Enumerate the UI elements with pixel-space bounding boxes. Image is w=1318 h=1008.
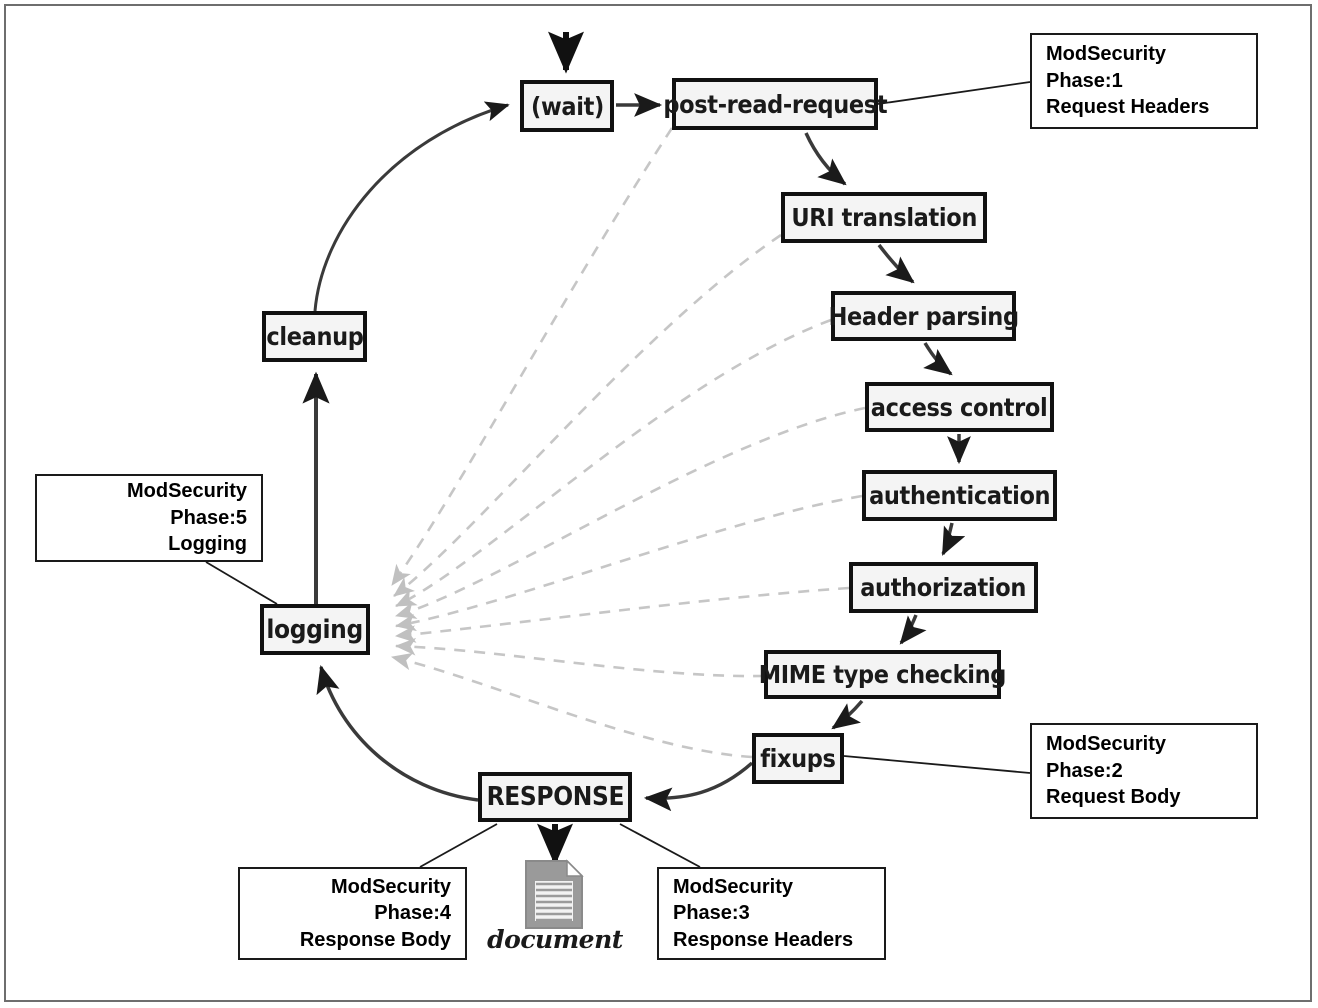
leader-phase4 <box>419 823 498 868</box>
node-post-read-request-label: post-read-request <box>663 89 887 119</box>
edge-authorization-to-mime-type-checking <box>899 614 927 645</box>
node-fixups-label: fixups <box>760 744 836 773</box>
edge-authentication-to-authorization <box>941 522 966 556</box>
note-modsecurity-phase-1[interactable]: ModSecurity Phase:1 Request Headers <box>1030 33 1258 129</box>
note-modsecurity-phase-3[interactable]: ModSecurity Phase:3 Response Headers <box>657 867 886 960</box>
dashed-authentication-to-logging <box>394 494 863 632</box>
node-header-parsing[interactable]: Header parsing <box>828 291 1019 341</box>
node-logging-label: logging <box>266 614 364 645</box>
edge-mime-type-checking-to-fixups <box>831 699 864 730</box>
note-phase4-line2: Response Body <box>299 928 451 951</box>
node-wait[interactable]: (wait) <box>520 80 614 132</box>
node-cleanup-label: cleanup <box>265 322 364 351</box>
note-modsecurity-phase-2[interactable]: ModSecurity Phase:2 Request Body <box>1030 723 1258 819</box>
note-phase1-line2: Request Headers <box>1046 96 1210 119</box>
dashed-mime-type-checking-to-logging <box>394 637 765 678</box>
dashed-header-parsing-to-logging <box>395 318 832 608</box>
node-mime-type-checking[interactable]: MIME type checking <box>759 650 1006 699</box>
node-authentication[interactable]: authentication <box>862 470 1057 521</box>
note-phase3-line2: Response Headers <box>673 928 854 951</box>
dashed-post-read-request-to-logging <box>390 127 674 586</box>
node-header-parsing-label: Header parsing <box>828 301 1019 331</box>
node-fixups[interactable]: fixups <box>752 733 844 784</box>
node-access-control-label: access control <box>871 392 1048 422</box>
dashed-fixups-to-logging <box>390 652 753 759</box>
node-cleanup[interactable]: cleanup <box>262 311 367 362</box>
node-authentication-label: authentication <box>868 481 1051 510</box>
note-modsecurity-phase-5[interactable]: ModSecurity Phase:5 Logging <box>35 474 263 562</box>
node-post-read-request[interactable]: post-read-request <box>663 78 887 130</box>
node-authorization-label: authorization <box>860 573 1027 602</box>
edge-cleanup-to-wait <box>313 101 510 312</box>
note-leader-lines <box>205 81 1031 868</box>
dashed-access-control-to-logging <box>395 406 866 619</box>
node-uri-translation[interactable]: URI translation <box>781 192 987 243</box>
document-page-icon <box>525 859 584 929</box>
edge-post-read-request-to-uri-translation <box>804 132 847 186</box>
leader-phase5 <box>205 561 278 605</box>
note-phase2-line1: ModSecurity Phase:2 <box>1046 733 1167 782</box>
edge-uri-translation-to-header-parsing <box>877 243 915 284</box>
note-phase3-line1: ModSecurity Phase:3 <box>673 875 794 925</box>
node-response-label: RESPONSE <box>486 782 624 812</box>
edge-fixups-to-response <box>643 761 754 812</box>
node-authorization[interactable]: authorization <box>849 562 1038 613</box>
node-wait-label: (wait) <box>530 91 604 121</box>
note-modsecurity-phase-4[interactable]: ModSecurity Phase:4 Response Body <box>238 867 467 960</box>
leader-phase2 <box>843 755 1031 774</box>
node-uri-translation-label: URI translation <box>791 203 977 232</box>
leader-phase1 <box>877 81 1031 105</box>
dashed-authorization-to-logging <box>394 586 850 643</box>
note-phase4-line1: ModSecurity Phase:4 <box>330 875 451 925</box>
edge-response-to-logging <box>316 664 479 802</box>
leader-phase3 <box>619 823 701 868</box>
edge-header-parsing-to-access-control <box>923 342 953 376</box>
dashed-edges-to-logging <box>390 127 866 759</box>
document-label: document <box>487 925 623 954</box>
dashed-uri-translation-to-logging <box>393 233 782 598</box>
note-phase1-line1: ModSecurity Phase:1 <box>1046 43 1167 92</box>
note-phase2-line2: Request Body <box>1046 786 1181 809</box>
node-access-control[interactable]: access control <box>865 382 1054 432</box>
note-phase5-line1: ModSecurity Phase:5 <box>126 480 247 529</box>
node-response[interactable]: RESPONSE <box>478 772 632 822</box>
note-phase5-line2: Logging <box>168 533 247 556</box>
node-mime-type-checking-label: MIME type checking <box>758 660 1007 689</box>
node-logging[interactable]: logging <box>260 604 370 655</box>
